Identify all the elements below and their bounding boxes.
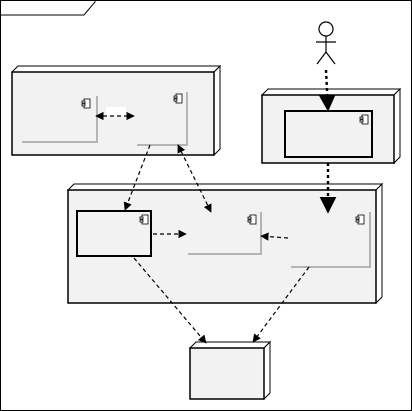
- component-d[interactable]: [76, 210, 152, 257]
- stick-figure-icon[interactable]: [316, 21, 336, 65]
- node-bottom[interactable]: [188, 340, 272, 401]
- dependency-arrows: [95, 69, 337, 344]
- dependency-actor-c[interactable]: [318, 69, 336, 112]
- component-icon: [81, 98, 91, 109]
- component-icon: [359, 114, 369, 125]
- dependency-f-bottom[interactable]: [252, 266, 310, 343]
- component-e[interactable]: [188, 212, 262, 255]
- dependency-d-bottom[interactable]: [133, 257, 207, 344]
- component-icon: [139, 214, 149, 225]
- dependency-f-e[interactable]: [260, 232, 289, 241]
- component-icon: [173, 93, 183, 104]
- component-c[interactable]: [284, 110, 373, 158]
- dependency-a-d[interactable]: [123, 144, 151, 211]
- component-f[interactable]: [291, 212, 371, 268]
- dependency-b-e[interactable]: [177, 144, 212, 213]
- component-a[interactable]: [22, 96, 98, 143]
- component-icon: [247, 214, 257, 225]
- dependency-label-box: [106, 107, 126, 116]
- component-icon: [355, 214, 365, 225]
